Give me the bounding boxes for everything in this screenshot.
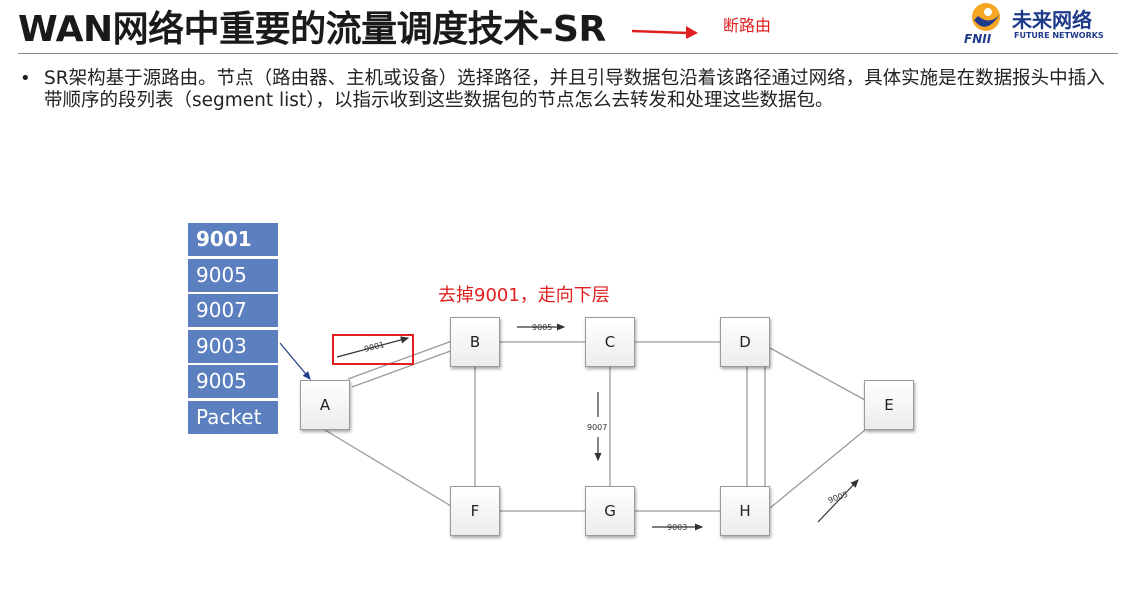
top-annotation: 断路由 (723, 16, 772, 35)
edge-d-e (769, 347, 866, 401)
node-c: C (585, 317, 635, 367)
highlight-box (332, 334, 414, 365)
stack-cell: 9005 (188, 258, 278, 292)
logo-en: FUTURE NETWORKS (1014, 31, 1104, 40)
node-e: E (864, 380, 914, 430)
stack-cell: 9001 (188, 223, 278, 256)
arrow-a-b (336, 336, 410, 358)
stack-cell: 9007 (188, 294, 278, 327)
logo-abbr: FNII (964, 32, 992, 46)
body-paragraph: SR架构基于源路由。节点（路由器、主机或设备）选择路径，并且引导数据包沿着该路径… (44, 68, 1105, 111)
node-g: G (585, 486, 635, 536)
logo-emblem-icon (972, 3, 1000, 31)
stack-cell: Packet (188, 400, 278, 434)
edge-a-b (351, 348, 457, 388)
label-h-e: 9005 (827, 490, 849, 505)
logo: FNII 未来网络 FUTURE NETWORKS (964, 2, 1114, 46)
logo-cn: 未来网络 (1012, 8, 1092, 32)
arrow-h-e (817, 479, 859, 523)
edge-h-e (769, 429, 866, 509)
stack-cell: 9005 (188, 365, 278, 398)
node-d: D (720, 317, 770, 367)
title-arrow (631, 26, 698, 39)
page-title: WAN网络中重要的流量调度技术-SR (18, 9, 606, 50)
edge-a-b (347, 340, 453, 380)
bullet-marker: • (20, 68, 31, 89)
header-divider (18, 53, 1118, 54)
node-f: F (450, 486, 500, 536)
label-c-g: 9007 (587, 423, 607, 432)
node-h: H (720, 486, 770, 536)
stack-pointer-arrow (279, 342, 311, 380)
segment-stack: 9001 9005 9007 9003 9005 Packet (188, 223, 278, 436)
label-b-c: 9005 (532, 323, 552, 332)
edge-a-f (324, 429, 452, 507)
stack-cell: 9003 (188, 329, 278, 363)
diagram-annotation: 去掉9001，走向下层 (438, 285, 610, 306)
node-b: B (450, 317, 500, 367)
node-a: A (300, 380, 350, 430)
label-g-h: 9003 (667, 523, 687, 532)
